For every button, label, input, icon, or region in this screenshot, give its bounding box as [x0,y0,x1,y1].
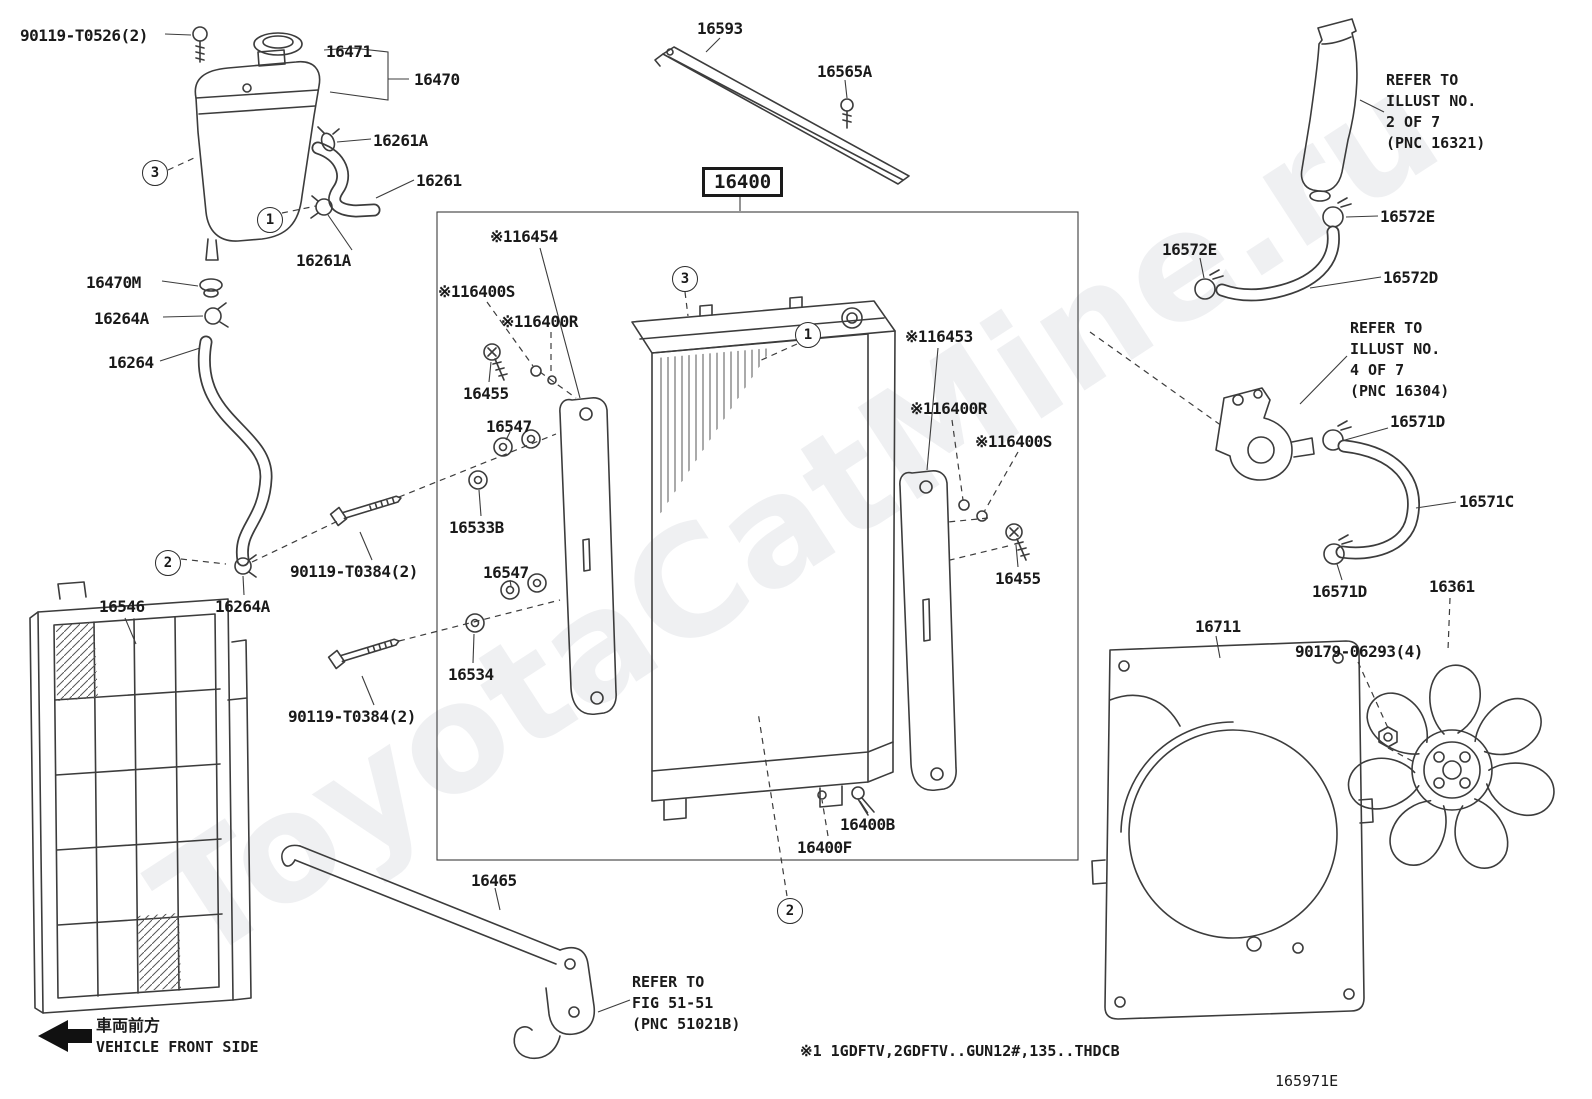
part-label-16470M[interactable]: 16470M [86,273,141,292]
grommet-16547-u1 [493,437,513,457]
part-label-16400F[interactable]: 16400F [797,838,852,857]
part-label-16264A-2[interactable]: 16264A [215,597,270,616]
reservoir-tank-drawing [192,26,321,328]
support-16593-drawing [654,46,910,185]
screw-16455-right [1005,523,1030,561]
hose-16261-drawing [310,126,381,219]
figure-code: 165971E [1275,1072,1339,1090]
ref-line: ILLUST NO. [1350,340,1441,358]
part-label-16361[interactable]: 16361 [1429,577,1475,596]
part-label-16465[interactable]: 16465 [471,871,517,890]
part-label-16547-upper[interactable]: 16547 [486,417,532,436]
part-label-16711[interactable]: 16711 [1195,617,1241,636]
hose-16264-drawing [197,335,273,578]
fan-nut-drawing [1378,726,1398,748]
ref-line: ILLUST NO. [1386,92,1477,110]
part-label-16572E-left[interactable]: 16572E [1162,240,1217,259]
part-label-16400S-right[interactable]: ※116400S [975,432,1052,451]
ref-line: REFER TO [1350,319,1423,337]
part-label-16264[interactable]: 16264 [108,353,154,372]
part-label-16453[interactable]: ※116453 [905,327,973,346]
ref-line: 2 OF 7 [1386,113,1441,131]
hose-16571c-drawing [1335,439,1420,560]
leader-lines [124,33,1457,1013]
part-label-90179-06293[interactable]: 90179-06293(4) [1295,642,1423,661]
ref-illust-16304: REFER TO ILLUST NO. 4 OF 7 (PNC 16304) [1350,318,1449,402]
part-label-16571C[interactable]: 16571C [1459,492,1514,511]
grommet-16547-l2 [527,573,547,593]
model-footnote: ※1 1GDFTV,2GDFTV..GUN12#,135..THDCB [800,1042,1120,1060]
hose-16572d-drawing [1215,225,1340,302]
ref-fig-51-51: REFER TO FIG 51-51 (PNC 51021B) [632,972,740,1035]
callout-2-hose: 2 [155,550,181,576]
part-label-16400S-left[interactable]: ※116400S [438,282,515,301]
part-label-16400R-right[interactable]: ※116400R [910,399,987,418]
water-outlet-drawing [1215,387,1315,481]
front-direction-arrow-icon [38,1020,92,1052]
part-label-16400R-left[interactable]: ※116400R [501,312,578,331]
ref-line: (PNC 51021B) [632,1015,741,1033]
part-label-16572E-right[interactable]: 16572E [1380,207,1435,226]
fan-shroud-drawing [1091,640,1374,1020]
callout-1-tank: 1 [257,207,283,233]
grommet-16533b [468,470,488,490]
part-label-16534[interactable]: 16534 [448,665,494,684]
bolt-t0384-1 [328,488,405,528]
ref-line: 4 OF 7 [1350,361,1405,379]
washer-left-2 [547,375,557,385]
main-part-label-16400[interactable]: 16400 [702,167,784,197]
part-label-16565A[interactable]: 16565A [817,62,872,81]
part-label-16454[interactable]: ※116454 [490,227,558,246]
grommet-16547-l1 [500,580,520,600]
part-label-90119-T0384-2[interactable]: 90119-T0384(2) [288,707,416,726]
part-label-16261A-2[interactable]: 16261A [296,251,351,270]
screen-16546-drawing [29,581,252,1014]
part-label-16264A-1[interactable]: 16264A [94,309,149,328]
front-side-label-en: VEHICLE FRONT SIDE [96,1038,259,1056]
callout-3-radiator: 3 [672,266,698,292]
ref-line: (PNC 16321) [1386,134,1486,152]
ref-line: REFER TO [1386,71,1459,89]
washer-right-2 [976,510,988,522]
dashed-lines [167,157,1451,897]
part-label-16546[interactable]: 16546 [99,597,145,616]
callout-3-tank: 3 [142,160,168,186]
assembly-box [436,211,1079,861]
part-label-16400B[interactable]: 16400B [840,815,895,834]
part-label-16593[interactable]: 16593 [697,19,743,38]
part-label-16455-left[interactable]: 16455 [463,384,509,403]
part-label-90119-T0526[interactable]: 90119-T0526(2) [20,26,148,45]
screw-16455-left [483,343,508,381]
part-label-16571D-top[interactable]: 16571D [1390,412,1445,431]
part-label-16533B[interactable]: 16533B [449,518,504,537]
part-label-90119-T0384-1[interactable]: 90119-T0384(2) [290,562,418,581]
part-label-16571D-bottom[interactable]: 16571D [1312,582,1367,601]
ref-line: REFER TO [632,973,705,991]
inlet-duct-drawing [1300,18,1358,202]
part-label-16470[interactable]: 16470 [414,70,460,89]
radiator-drawing [559,296,957,821]
callout-2-radiator: 2 [777,898,803,924]
part-label-16261[interactable]: 16261 [416,171,462,190]
ref-line: FIG 51-51 [632,994,714,1012]
front-side-label-jp: 車両前方 [96,1016,161,1035]
support-16465-drawing [281,844,596,1060]
bolt-t0384-2 [326,631,403,671]
part-label-16547-lower[interactable]: 16547 [483,563,529,582]
ref-line: (PNC 16304) [1350,382,1450,400]
part-label-16572D[interactable]: 16572D [1383,268,1438,287]
clamp-16572e-right [1322,197,1352,228]
fan-drawing [1342,664,1560,878]
part-label-16455-right[interactable]: 16455 [995,569,1041,588]
washer-left-1 [530,365,542,377]
callout-1-radiator: 1 [795,322,821,348]
part-label-16261A-1[interactable]: 16261A [373,131,428,150]
part-label-16471[interactable]: 16471 [326,42,372,61]
washer-right-1 [958,499,970,511]
ref-illust-16321: REFER TO ILLUST NO. 2 OF 7 (PNC 16321) [1386,70,1485,154]
